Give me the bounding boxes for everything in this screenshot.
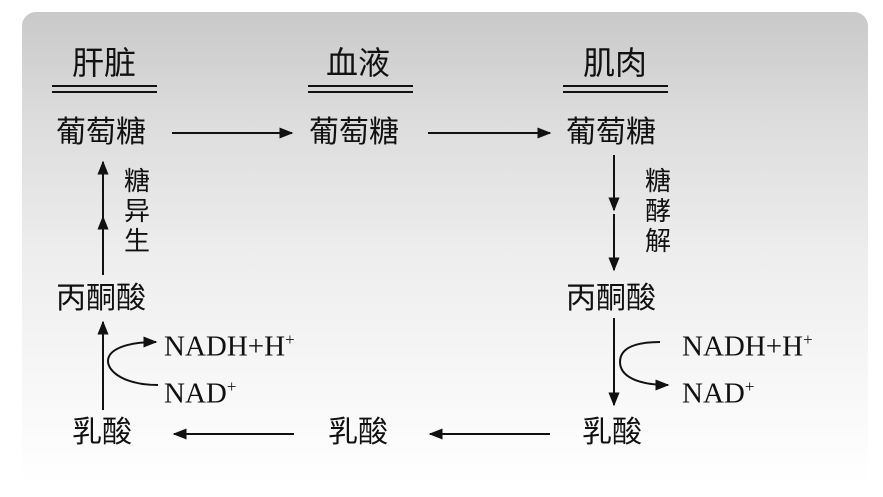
liver-lactate-label: 乳酸 [72,415,132,450]
muscle-lactate-label: 乳酸 [582,415,642,450]
gluconeogenesis-char: 异 [123,197,150,227]
nad-superscript: + [226,377,237,396]
nadh-text: NADH+H [682,330,804,363]
liver-nad-reduction-arrow [106,336,159,386]
glycolysis-char: 解 [644,227,671,257]
nadh-superscript: + [803,330,813,349]
nad-superscript: + [744,377,755,396]
gluconeogenesis-char: 糖 [123,167,150,197]
muscle-nad-label: NAD+ [682,370,754,411]
liver-pyruvate-label: 丙酮酸 [56,281,146,316]
muscle-glucose-label: 葡萄糖 [566,115,656,150]
column-header-muscle: 肌肉 [583,44,648,82]
diagram-background [22,12,868,486]
liver-nadh-label: NADH+H+ [164,323,295,364]
nadh-superscript: + [285,330,295,349]
muscle-nadh-oxidation-arrow [618,341,670,391]
glycolysis-label: 糖 酵 解 [643,167,673,257]
liver-glucose-label: 葡萄糖 [56,115,146,150]
blood-lactate-label: 乳酸 [328,415,388,450]
column-header-blood: 血液 [326,44,391,82]
glycolysis-char: 糖 [644,167,671,197]
column-header-liver: 肝脏 [72,44,137,82]
glycolysis-char: 酵 [644,197,671,227]
nad-text: NAD [164,377,227,410]
nadh-text: NADH+H [164,330,286,363]
liver-nad-label: NAD+ [164,370,236,411]
gluconeogenesis-char: 生 [123,227,150,257]
gluconeogenesis-label: 糖 异 生 [122,167,152,257]
muscle-nadh-label: NADH+H+ [682,323,813,364]
blood-glucose-label: 葡萄糖 [309,115,399,150]
muscle-pyruvate-label: 丙酮酸 [566,281,656,316]
nad-text: NAD [682,377,745,410]
